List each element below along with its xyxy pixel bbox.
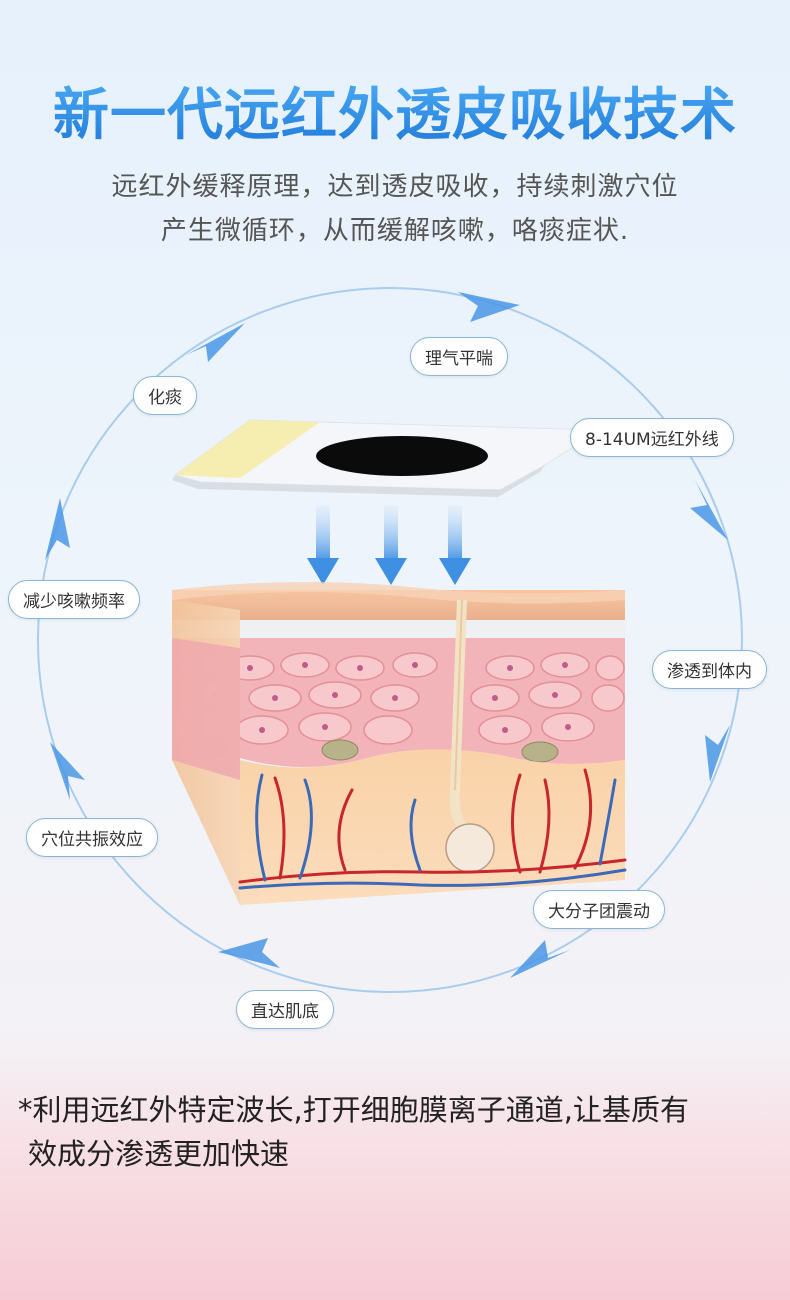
- cycle-arrow-icon: [458, 292, 520, 322]
- label-hua-tan: 化痰: [133, 376, 197, 415]
- infrared-down-arrows: [307, 505, 471, 585]
- subtitle-line-1: 远红外缓释原理，达到透皮吸收，持续刺激穴位: [111, 172, 679, 202]
- skin-cross-section: [172, 581, 627, 905]
- bottom-pink-band: [0, 1050, 790, 1300]
- label-reduce-cough: 减少咳嗽频率: [8, 580, 140, 619]
- cycle-arrow-icon: [690, 480, 728, 540]
- label-far-infrared-wavelength: 8-14UM远红外线: [570, 418, 734, 457]
- label-molecule-vibration: 大分子团震动: [533, 890, 665, 929]
- cycle-arrow-icon: [218, 938, 280, 968]
- cycle-arrows: [45, 292, 730, 978]
- label-acupoint-resonance: 穴位共振效应: [26, 818, 158, 857]
- cycle-arrow-icon: [50, 742, 85, 800]
- cycle-arrow-icon: [510, 940, 570, 978]
- patch-black-core: [316, 436, 488, 476]
- footnote: *利用远红外特定波长,打开细胞膜离子通道,让基质有 效成分渗透更加快速: [18, 1088, 788, 1176]
- cycle-arrow-icon: [186, 323, 245, 362]
- cycle-circle: [37, 287, 743, 993]
- subtitle-line-2: 产生微循环，从而缓解咳嗽，咯痰症状.: [160, 216, 630, 246]
- footnote-line-1: *利用远红外特定波长,打开细胞膜离子通道,让基质有: [18, 1093, 689, 1127]
- cycle-arrow-icon: [705, 725, 730, 782]
- page-title: 新一代远红外透皮吸收技术: [0, 70, 790, 151]
- footnote-line-2: 效成分渗透更加快速: [28, 1137, 290, 1171]
- cycle-arrow-icon: [45, 498, 70, 560]
- label-li-qi-ping-chuan: 理气平喘: [410, 337, 508, 376]
- far-infrared-patch: [172, 419, 602, 497]
- label-reach-muscle-base: 直达肌底: [236, 990, 334, 1029]
- sweat-gland: [445, 823, 495, 873]
- label-penetrate-body: 渗透到体内: [652, 650, 767, 689]
